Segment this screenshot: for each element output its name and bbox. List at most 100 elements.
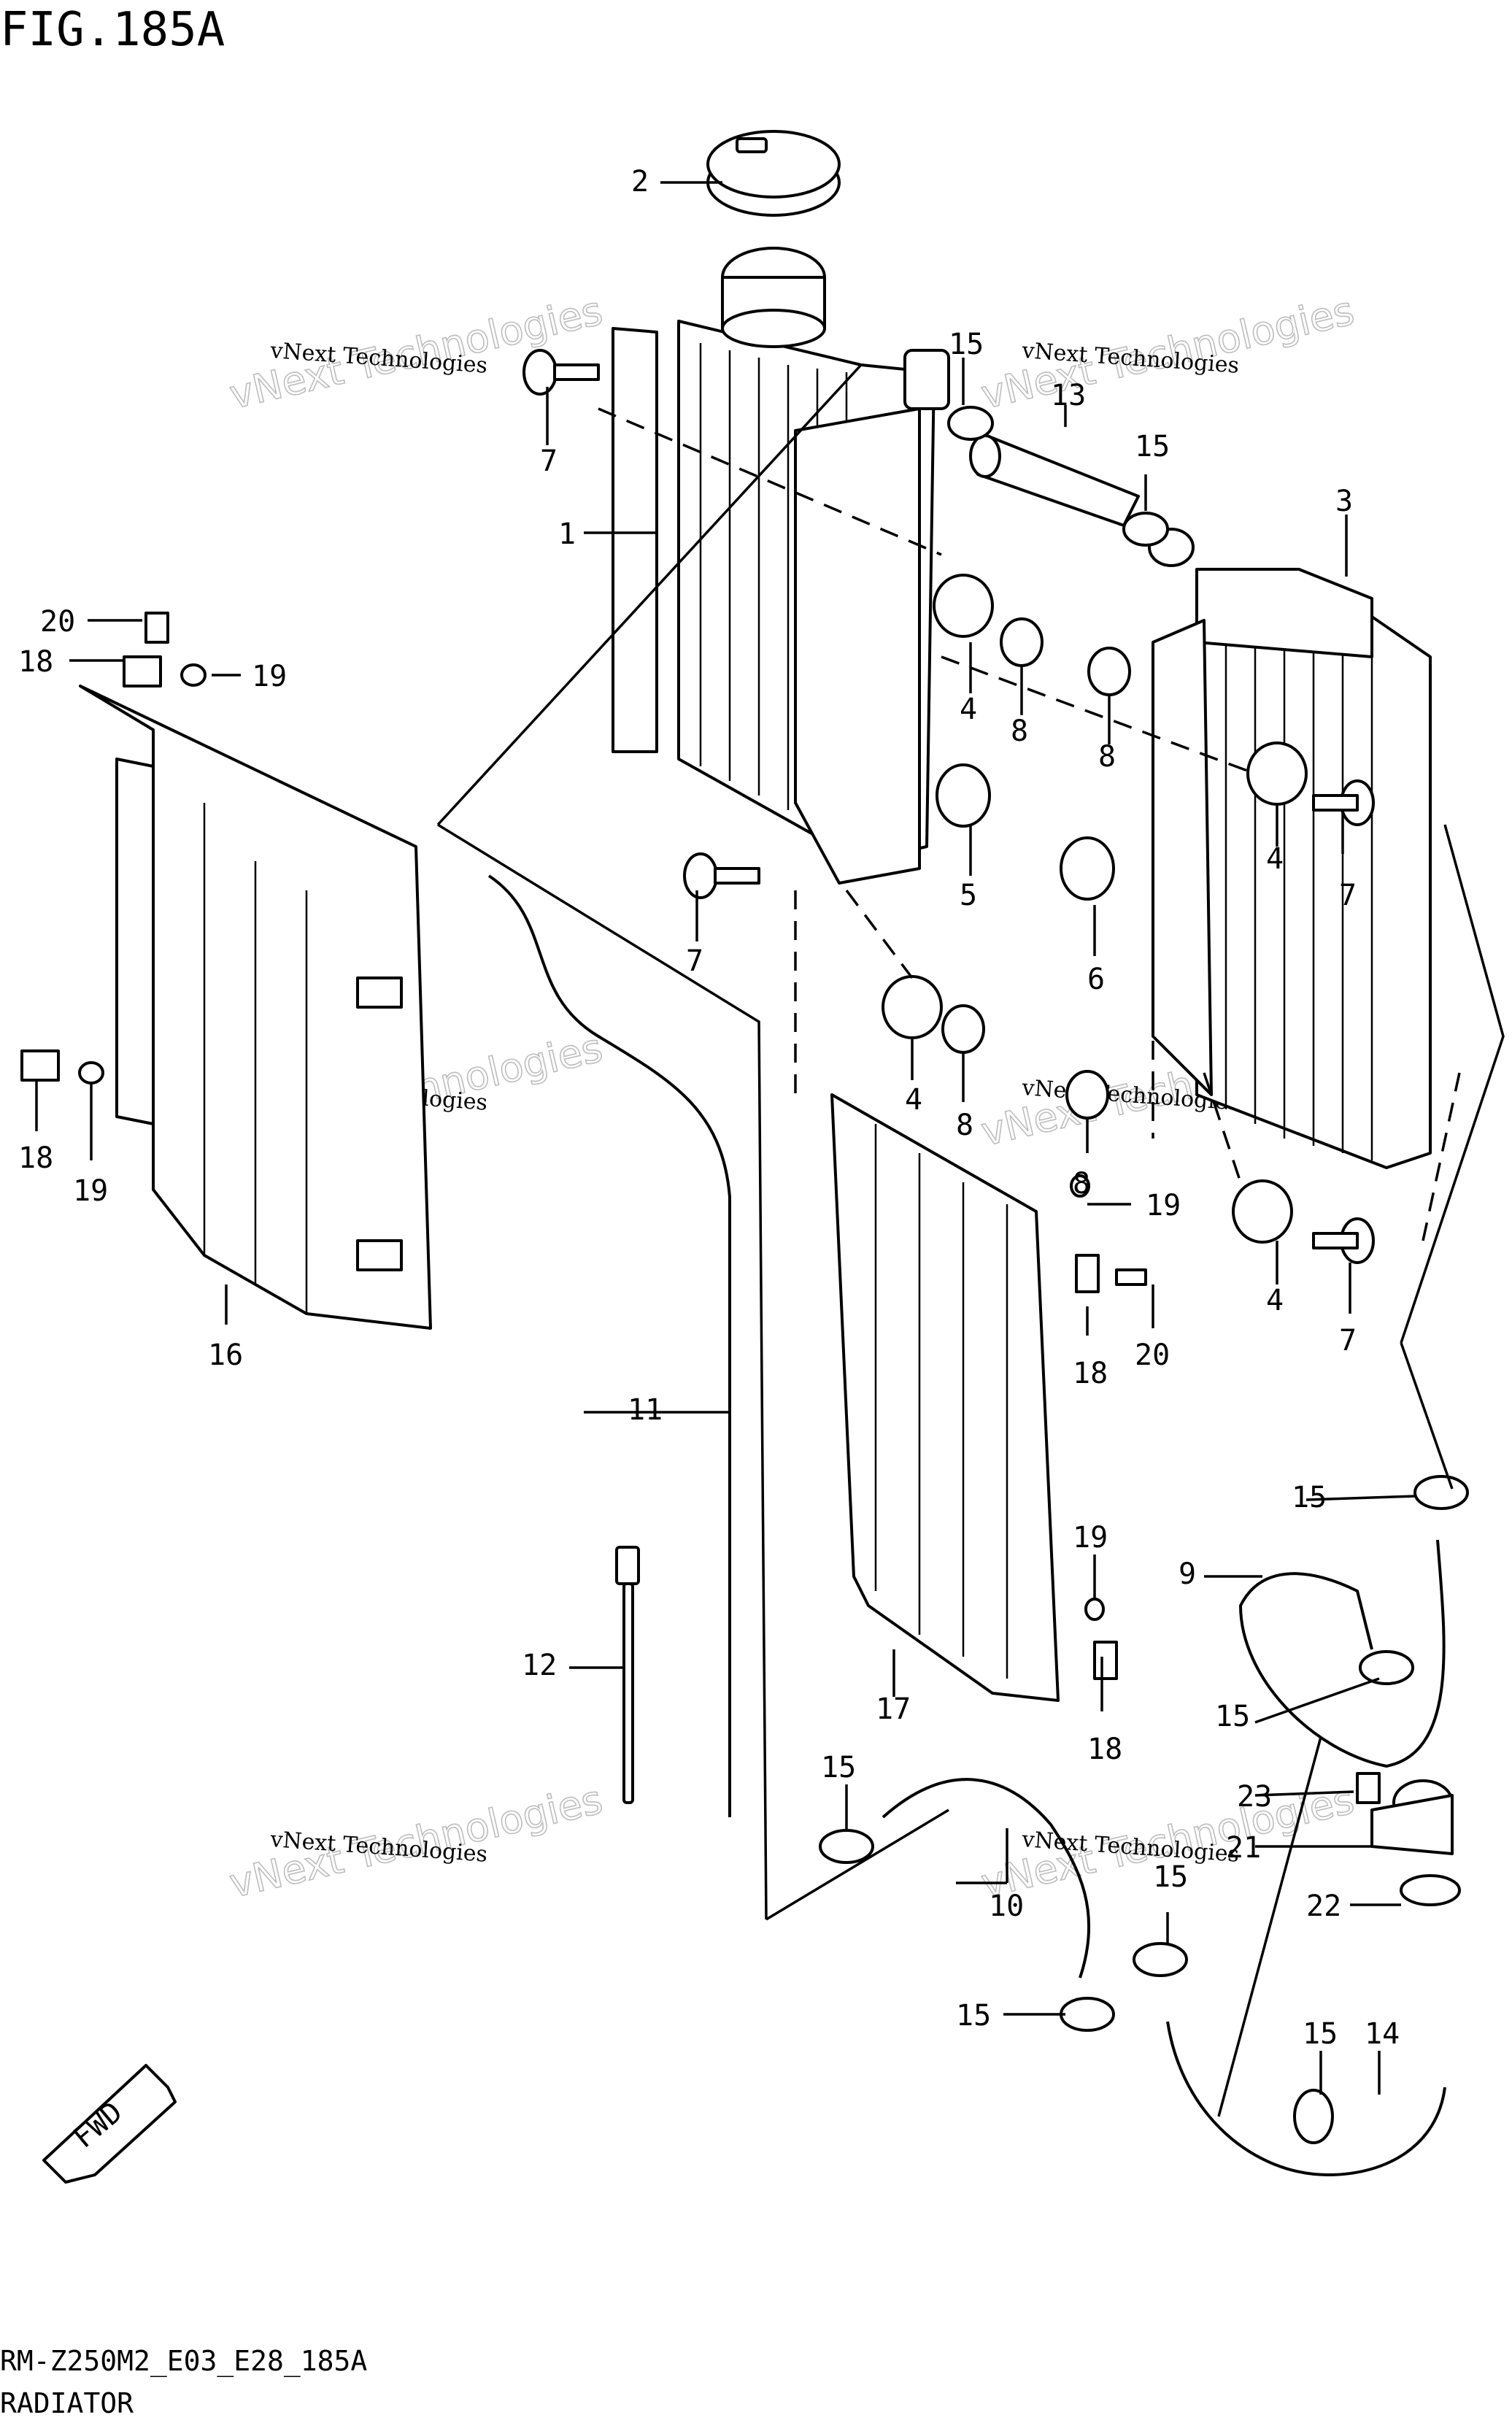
fwd-arrow: FWD <box>42 2064 177 2184</box>
callout-15: 15 <box>1135 430 1170 463</box>
callout-19: 19 <box>1073 1521 1108 1555</box>
callout-13: 13 <box>1051 379 1086 412</box>
clip-nut <box>20 1049 60 1082</box>
callout-7: 7 <box>540 444 558 478</box>
callout-4: 4 <box>905 1083 922 1117</box>
callout-4: 4 <box>1266 1284 1284 1317</box>
bolt <box>1312 1217 1375 1264</box>
leader-lines <box>35 181 1416 2095</box>
collar <box>1000 617 1044 667</box>
callout-20: 20 <box>1135 1338 1170 1372</box>
bolt <box>144 612 169 644</box>
collar <box>1065 1070 1109 1120</box>
callout-7: 7 <box>686 944 703 978</box>
callout-15: 15 <box>1303 2017 1338 2051</box>
bolt <box>1356 1772 1381 1804</box>
figure-code: RM-Z250M2_E03_E28_185A <box>0 2345 367 2378</box>
callout-17: 17 <box>876 1692 911 1726</box>
hose-clamp <box>819 1829 874 1864</box>
callout-14: 14 <box>1365 2017 1400 2051</box>
hose-clamp <box>1359 1650 1414 1685</box>
collar <box>1087 647 1131 696</box>
hose-clamp <box>1413 1475 1469 1510</box>
figure-title: FIG.185A <box>0 3 225 57</box>
callout-15: 15 <box>1215 1700 1250 1733</box>
clip-nut <box>1075 1254 1100 1293</box>
callout-6: 6 <box>1087 963 1105 996</box>
hose-clamp <box>1060 1997 1115 2032</box>
hose-9 <box>1239 1539 1446 1768</box>
hose-clamp <box>947 406 994 441</box>
callout-4: 4 <box>960 693 977 726</box>
hose-10 <box>882 1778 1091 1979</box>
bolt <box>1312 779 1375 826</box>
breather-tube <box>487 874 731 1817</box>
callout-15: 15 <box>956 1999 991 2033</box>
callout-15: 15 <box>1153 1860 1188 1894</box>
callout-15: 15 <box>1292 1481 1327 1514</box>
callout-19: 19 <box>73 1174 108 1208</box>
grommet <box>1246 741 1308 806</box>
callout-8: 8 <box>1011 714 1028 748</box>
collar <box>941 1004 985 1054</box>
right-radiator <box>1148 528 1432 1169</box>
callouts: 2 1 3 15 13 15 7 4 8 8 4 7 5 7 6 4 8 8 1… <box>18 165 1400 2051</box>
clip-nut <box>1093 1641 1118 1680</box>
callout-4: 4 <box>1266 842 1284 876</box>
callout-8: 8 <box>1073 1167 1090 1201</box>
callout-23: 23 <box>1237 1780 1272 1814</box>
o-ring <box>1400 1874 1461 1906</box>
callout-18: 18 <box>1073 1357 1108 1390</box>
callout-2: 2 <box>631 165 649 199</box>
clip-nut <box>123 655 162 687</box>
radiator-cap <box>706 130 841 217</box>
callout-22: 22 <box>1306 1890 1341 1923</box>
callout-7: 7 <box>1339 1324 1357 1357</box>
hose-clamp <box>1293 2089 1334 2144</box>
grommet-small <box>78 1061 104 1085</box>
grommet <box>936 763 991 828</box>
callout-8: 8 <box>956 1109 973 1142</box>
callout-19: 19 <box>1146 1189 1181 1222</box>
cable-tie <box>615 1546 640 1804</box>
callout-19: 19 <box>252 660 287 693</box>
figure-name: RADIATOR <box>0 2387 134 2419</box>
bolt <box>1115 1268 1147 1286</box>
thermostat-fitting <box>1370 1779 1454 1855</box>
callout-9: 9 <box>1179 1557 1196 1591</box>
grommet <box>1060 836 1115 901</box>
hose-clamp <box>1122 512 1169 547</box>
callout-7: 7 <box>1339 879 1357 912</box>
hose-14 <box>1166 2021 1446 2176</box>
callout-11: 11 <box>628 1393 663 1427</box>
callout-3: 3 <box>1335 485 1353 518</box>
callout-1: 1 <box>558 517 576 551</box>
callout-18: 18 <box>18 645 53 679</box>
hose-clamp <box>1133 1942 1188 1977</box>
grommet-small <box>1084 1598 1105 1621</box>
callout-21: 21 <box>1226 1831 1261 1865</box>
callout-5: 5 <box>960 879 977 912</box>
grommet-small <box>1070 1174 1090 1198</box>
callout-10: 10 <box>989 1890 1024 1923</box>
callout-15: 15 <box>821 1751 856 1784</box>
callout-15: 15 <box>949 328 984 361</box>
grommet <box>933 574 994 638</box>
grommet <box>1232 1179 1293 1244</box>
callout-8: 8 <box>1098 740 1116 774</box>
grommet-small <box>180 663 207 687</box>
left-radiator <box>612 247 950 885</box>
callout-12: 12 <box>522 1649 557 1682</box>
radiator-shroud-left <box>79 685 432 1330</box>
reference-lines <box>436 363 1505 2117</box>
callout-18: 18 <box>1087 1733 1122 1766</box>
callout-16: 16 <box>208 1338 243 1372</box>
callout-18: 18 <box>18 1141 53 1175</box>
grommet <box>882 975 943 1039</box>
hose-13 <box>969 434 1140 527</box>
radiator-louver <box>830 1093 1060 1702</box>
bolt <box>683 852 760 899</box>
callout-20: 20 <box>40 605 75 639</box>
bolt <box>522 349 600 396</box>
